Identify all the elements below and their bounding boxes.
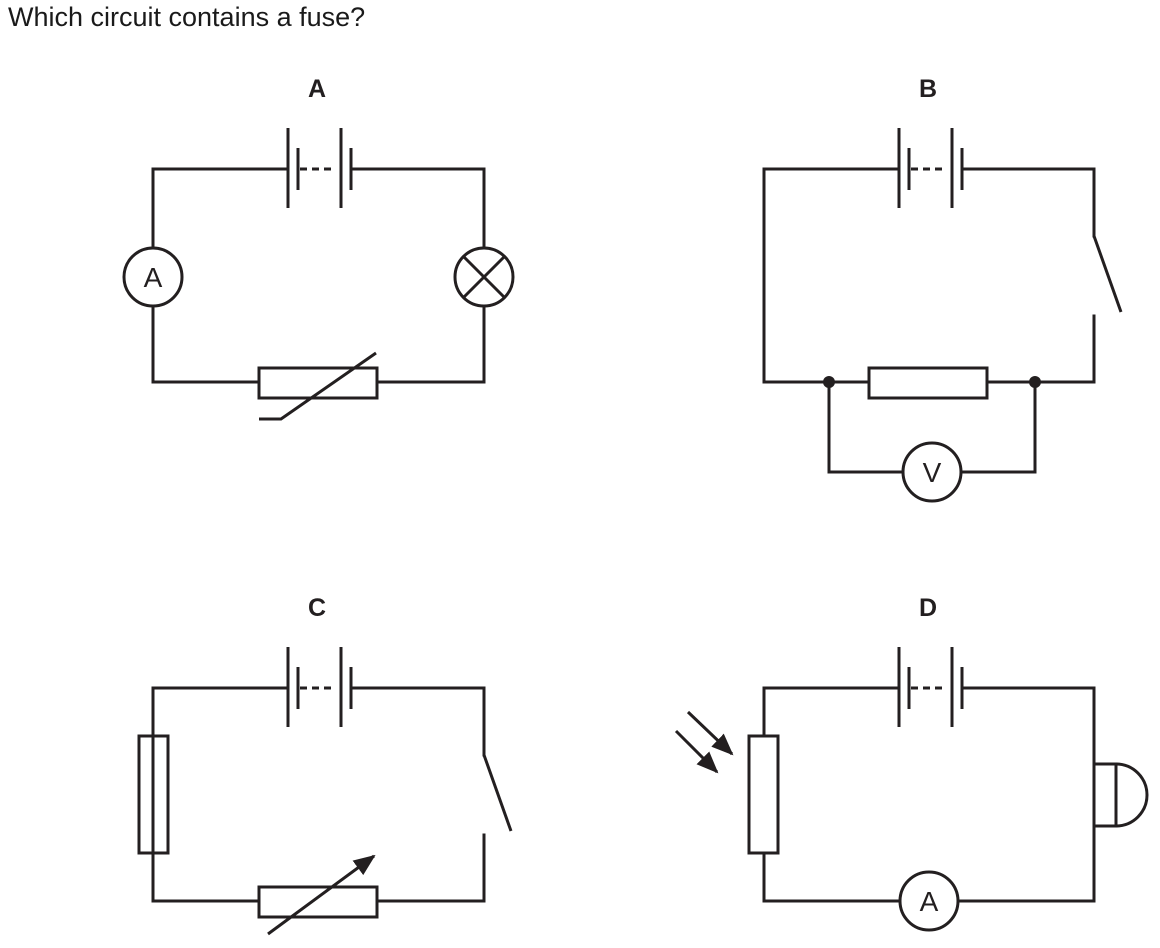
option-label-c: C: [308, 594, 326, 622]
switch-c: [482, 754, 513, 832]
fuse-c: [137, 734, 170, 855]
circuit-c: C: [137, 594, 513, 936]
thermistor-a: [257, 351, 379, 421]
ammeter-letter-d: A: [920, 886, 939, 917]
circuit-b: B V: [762, 75, 1123, 503]
variable-resistor-c: [257, 854, 379, 936]
question-text: Which circuit contains a fuse?: [8, 2, 366, 32]
option-label-a: A: [308, 75, 326, 103]
switch-b: [1092, 235, 1123, 313]
battery-a: [151, 128, 486, 208]
lamp-a: [453, 246, 515, 308]
battery-c: [151, 647, 486, 727]
circuit-a: A A: [122, 75, 515, 421]
battery-b: [762, 128, 1096, 208]
ammeter-d: A: [898, 870, 960, 932]
option-label-b: B: [919, 75, 937, 103]
voltmeter-b: V: [901, 441, 963, 503]
ammeter-letter-a: A: [144, 262, 163, 293]
bell-d: [1092, 762, 1149, 828]
voltmeter-letter-b: V: [923, 457, 942, 488]
ammeter-a: A: [122, 246, 184, 308]
battery-d: [762, 647, 1096, 727]
option-label-d: D: [919, 594, 937, 622]
resistor-b: [867, 366, 989, 400]
circuit-d: D A: [674, 594, 1149, 932]
